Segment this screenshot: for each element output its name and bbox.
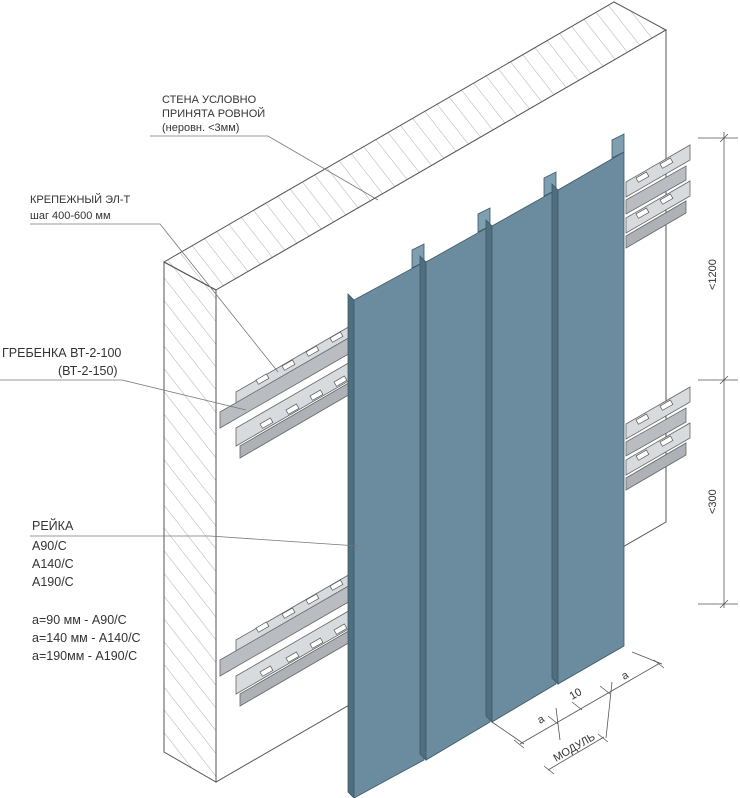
rail-panels: [347, 133, 625, 798]
size-a190: а=190мм - А190/С: [32, 649, 137, 663]
fastener-label-line2: шаг 400-600 мм: [30, 210, 111, 222]
wall-label-line3: (неровн. <3мм): [162, 122, 239, 134]
comb-label-line2: (ВТ-2-150): [58, 364, 118, 378]
comb-leader: [0, 379, 247, 411]
wall-leader: [150, 135, 379, 201]
rail-panel-3-flange: [485, 219, 493, 723]
rail-panel-2: [425, 225, 491, 761]
rail-panel-1-flange: [347, 293, 355, 798]
vertical-dimensions: [698, 132, 738, 609]
rail-label-title: РЕЙКА: [32, 518, 74, 533]
rail-panel-4-flange: [551, 183, 559, 685]
wall-left-face: [163, 261, 217, 783]
comb-label-line1: ГРЕБЕНКА ВТ-2-100: [2, 346, 121, 360]
rail-label-a190: А190/С: [32, 575, 74, 589]
fastener-label-line1: КРЕПЕЖНЫЙ ЭЛ-Т: [30, 193, 131, 206]
rail-panel-1: [353, 261, 425, 798]
dim-gap: 10: [568, 686, 585, 703]
rail-panel-4: [557, 151, 625, 685]
rail-panel-4-lock-tab: [611, 133, 625, 159]
comb-upper-right: [625, 144, 691, 249]
dim-span-upper: <1200: [707, 259, 719, 290]
leader-lines: [0, 135, 379, 547]
rail-label-a90: А90/С: [32, 539, 67, 553]
labels: СТЕНА УСЛОВНО ПРИНЯТА РОВНОЙ (неровн. <3…: [2, 94, 265, 663]
rail-panel-2-flange: [419, 255, 427, 761]
size-a90: а=90 мм - А90/С: [32, 613, 127, 627]
dim-width-left: а: [536, 713, 548, 727]
comb-lower-right: [625, 386, 691, 491]
wall-label-line2: ПРИНЯТА РОВНОЙ: [162, 107, 265, 120]
fastener-leader: [30, 223, 279, 373]
rail-leader: [30, 535, 359, 547]
bottom-dimensions: [491, 651, 665, 775]
dim-span-lower: <300: [707, 489, 719, 514]
comb-upper-left: [219, 324, 353, 459]
size-a140: а=140 мм - А140/С: [32, 631, 141, 645]
rail-panel-3: [491, 189, 557, 723]
dim-module: МОДУЛЬ: [552, 731, 598, 764]
rail-label-a140: А140/С: [32, 557, 74, 571]
wall-label-line1: СТЕНА УСЛОВНО: [162, 94, 257, 106]
